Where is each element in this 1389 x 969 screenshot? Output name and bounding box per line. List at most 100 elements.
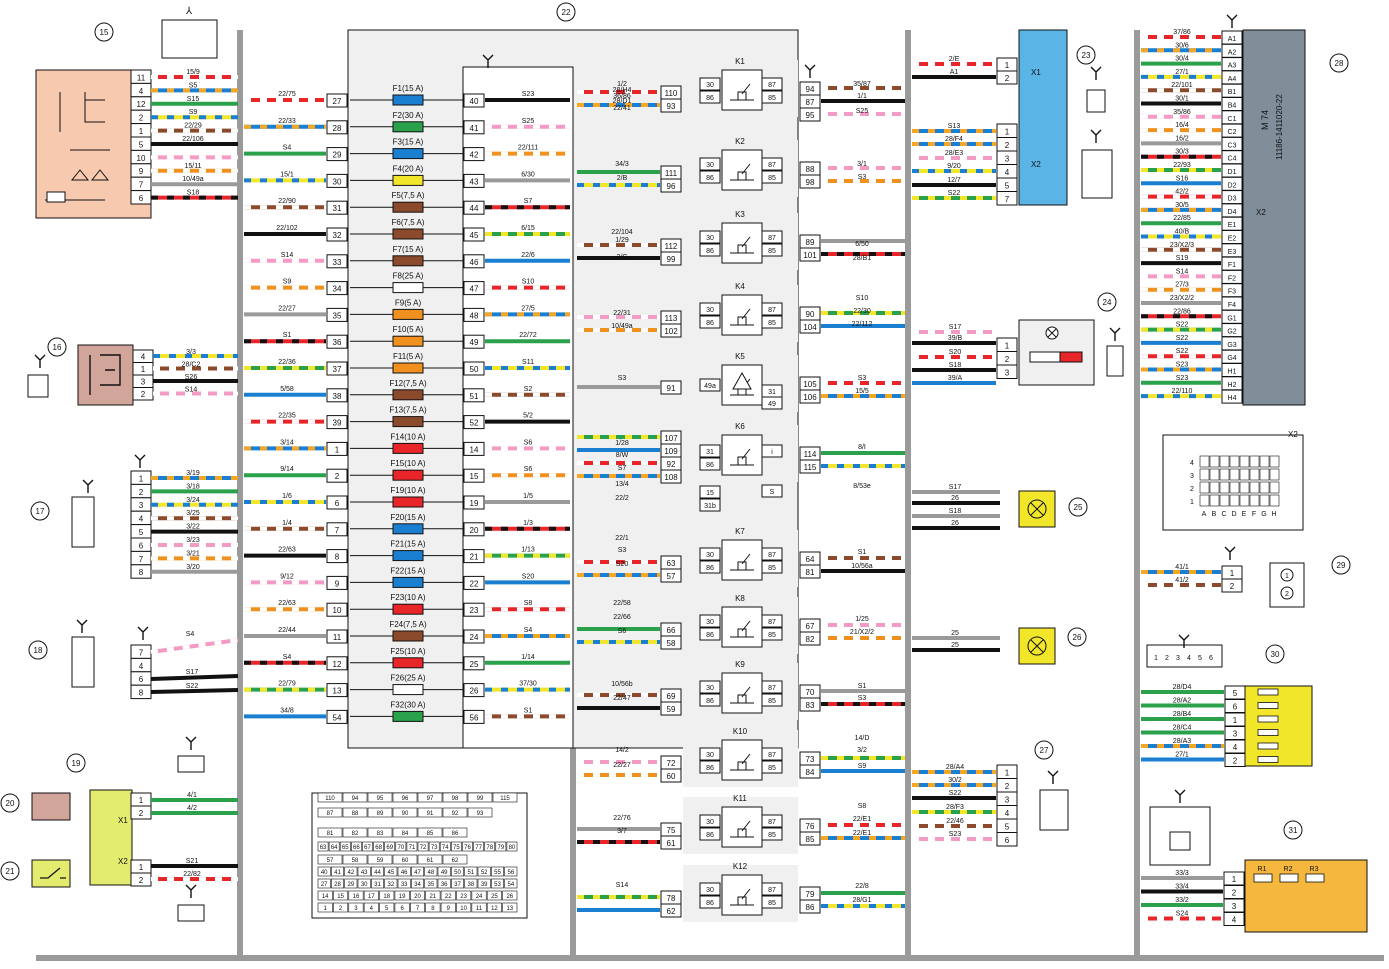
relay-out-wire-label: 22/112 — [852, 321, 873, 328]
ecu-wire-label: 27/3 — [1175, 282, 1189, 289]
fuse-pin-38: 38 — [333, 392, 342, 401]
plug-30-pin-3: 3 — [1176, 655, 1180, 662]
relay-out-pin-box — [799, 564, 821, 579]
resistor-symbol — [46, 191, 66, 203]
relay-out-pin-85: 85 — [806, 835, 815, 844]
fusebox-map-number: 88 — [352, 811, 359, 817]
relay-in-pin-110: 110 — [665, 89, 678, 98]
connector-symbol — [82, 479, 94, 493]
relay-in-wire-label: S6 — [618, 628, 627, 635]
fusebox-map-cell — [397, 878, 411, 889]
fuse-left-wire-label: 9/14 — [280, 466, 294, 473]
fusebox-map-number: 53 — [494, 882, 501, 888]
relay-pin-box — [761, 157, 783, 171]
component-30-wire-label: 28/A2 — [1173, 698, 1191, 705]
connector-symbol — [185, 884, 197, 898]
relay-pin-box — [699, 560, 721, 574]
fusebox-map-cell — [473, 841, 484, 852]
relay-pin-box — [761, 77, 783, 91]
component-19-wire-label: 4/2 — [187, 805, 197, 812]
relay-in-wire-label: 1/29 — [615, 237, 629, 244]
ecu-pin-H2: H2 — [1228, 382, 1237, 389]
fuse-element-12 — [392, 389, 424, 401]
ecu-pin-H1: H1 — [1228, 369, 1237, 376]
component-20-body — [31, 792, 71, 821]
fusebox-map-number: 45 — [387, 870, 394, 876]
fuse-element-16 — [392, 496, 424, 508]
fuse-pin-45: 45 — [470, 231, 479, 240]
fuse-left-wire-label: 22/27 — [278, 305, 296, 312]
fuse-pin-right-box — [463, 147, 485, 162]
x2-cell — [1259, 481, 1270, 494]
fuse-pin-32: 32 — [333, 231, 342, 240]
component-15-wire-label: 22/106 — [182, 136, 204, 143]
fusebox-map-number: 67 — [364, 845, 371, 851]
callout-number-29: 29 — [1337, 561, 1346, 570]
fusebox-map-number: 51 — [467, 870, 474, 876]
relay-label-K10: K10 — [733, 727, 748, 736]
fusebox-map-cell — [486, 890, 502, 901]
ecu-wire-label: 22/93 — [1173, 162, 1191, 169]
connector-27-pin-1: 1 — [1005, 769, 1010, 778]
plug-icon-19a — [177, 755, 205, 773]
fuse-label-21: F24(7,5 A) — [389, 620, 427, 629]
fuse-pin-left-box — [326, 173, 348, 188]
connector-symbol — [1090, 66, 1102, 80]
relay-out-wire-label: S1 — [858, 549, 867, 556]
ecu-wire-label: S19 — [1176, 255, 1189, 262]
relay-pin-box — [761, 243, 783, 257]
relay-pin-box — [761, 444, 783, 458]
relay-in-pin-99: 99 — [667, 255, 676, 264]
fuse-left-wire-label: 22/90 — [278, 198, 296, 205]
fusebox-map-cell — [371, 878, 384, 889]
fusebox-map-cell — [451, 841, 462, 852]
resistor-label-R3: R3 — [1310, 866, 1319, 873]
relay-in-wire-label: 22/27 — [613, 762, 631, 769]
fuse-pin-48: 48 — [470, 311, 479, 320]
component-23-wire-label: 9/20 — [947, 163, 961, 170]
plug-30-pin-6: 6 — [1209, 655, 1213, 662]
relay-in-wire-label: 22/76 — [613, 815, 631, 822]
fusebox-map-cell — [392, 827, 418, 838]
relay-out-wire-label: 22/E1 — [853, 830, 871, 837]
connector-symbol — [1224, 546, 1236, 560]
ecu-wire-label: S16 — [1176, 175, 1189, 182]
fusebox-map-number: 9 — [447, 906, 451, 912]
component-30-resistor — [1257, 756, 1279, 763]
fusebox-map-cell — [424, 866, 438, 877]
relay-in-pin-box — [660, 701, 682, 716]
connector-23-x1-pin-1: 1 — [1005, 61, 1010, 70]
relay-in-wire-label: 10/49a — [611, 323, 633, 330]
connector-23-x2-pin-7: 7 — [1005, 195, 1010, 204]
relay-pin-30: 30 — [706, 307, 714, 314]
connector-symbol — [1090, 129, 1102, 143]
relay-pin-85: 85 — [768, 632, 776, 639]
relay-label-K5: K5 — [735, 352, 745, 361]
fusebox-map-cell — [442, 854, 468, 865]
relay-in-pin-107: 107 — [664, 434, 678, 443]
relay-K4-box — [721, 294, 763, 336]
relay-out-wire-label: S25 — [856, 108, 869, 115]
relay-out-pin-box — [799, 319, 821, 334]
fuse-element-9 — [392, 308, 424, 320]
fuse-pin-8: 8 — [335, 553, 340, 562]
fusebox-map-number: 16 — [353, 894, 360, 900]
fuse-right-wire-label: S6 — [524, 439, 533, 446]
callout-circle — [28, 640, 48, 660]
fuse-right-wire-label: S25 — [522, 118, 535, 125]
ecu-pin-G2: G2 — [1227, 329, 1236, 336]
ecu-wire-label: 30/1 — [1175, 96, 1189, 103]
fusebox-map-number: 54 — [507, 882, 514, 888]
relay-pin-box — [761, 882, 783, 896]
callout-number-26: 26 — [1073, 633, 1082, 642]
component-15-wire-label: 10/49a — [182, 176, 204, 183]
fusebox-map-number: 1 — [324, 906, 328, 912]
ecu-pin-C1: C1 — [1228, 116, 1237, 123]
x2-cell — [1229, 468, 1240, 481]
component-30-resistor — [1257, 688, 1279, 696]
relay-pin-box — [699, 77, 721, 91]
fuse-element-17 — [392, 523, 424, 535]
x2-cell — [1199, 481, 1210, 494]
ecu-wire-label: 42/2 — [1175, 189, 1189, 196]
